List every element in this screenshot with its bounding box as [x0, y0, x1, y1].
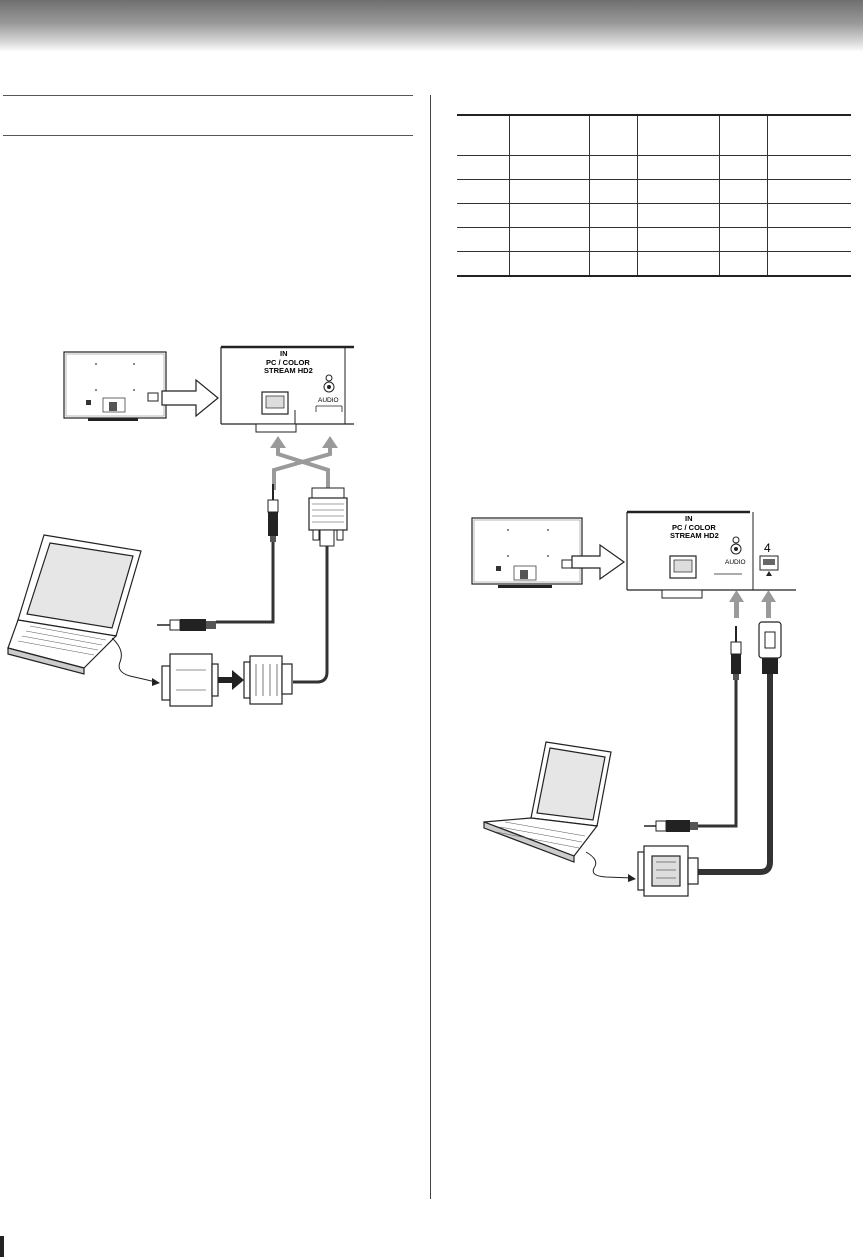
zoom-arrow-icon	[161, 378, 219, 418]
audio-jack-icon	[730, 536, 742, 555]
attach-arrow-icon	[218, 670, 244, 690]
vga-plug-icon	[308, 487, 348, 547]
table-header-row	[457, 115, 851, 156]
panel-in-label: IN	[280, 349, 288, 358]
tv-back-illustration	[63, 351, 167, 421]
table-row	[457, 179, 851, 204]
table-row	[457, 251, 851, 277]
table-row	[457, 155, 851, 180]
table-header-cell	[637, 115, 720, 156]
tv-input-panel: IN PC / COLOR STREAM HD2 AUDIO	[220, 345, 354, 433]
table-header-cell	[589, 115, 638, 156]
panel-title-line1: PC / COLOR	[266, 358, 310, 367]
connection-arrows	[272, 448, 332, 490]
page-edge-mark	[0, 1236, 4, 1257]
page-header-band	[0, 0, 863, 52]
signal-table	[457, 114, 851, 277]
cables	[216, 542, 329, 684]
panel-title-line2: STREAM HD2	[264, 366, 313, 375]
audio-plug-horizontal-icon	[157, 619, 216, 631]
table-header-cell	[457, 115, 510, 156]
vga-cable-connector-icon	[243, 655, 293, 705]
audio-plug-horizontal-icon	[644, 820, 698, 832]
connection-arrows	[729, 590, 776, 618]
laptop-illustration	[7, 534, 142, 675]
panel-title-line1: PC / COLOR	[672, 523, 716, 532]
dvi-connector-icon	[637, 845, 699, 897]
hdmi-port-icon	[759, 555, 779, 576]
zoom-arrow-icon	[571, 543, 626, 581]
tv-back-illustration	[471, 517, 583, 588]
cables	[697, 674, 773, 875]
tv-input-panel: IN PC / COLOR STREAM HD2 AUDIO 4	[626, 510, 796, 599]
section-rule-top	[3, 95, 413, 96]
table-header-cell	[509, 115, 590, 156]
laptop-illustration	[483, 741, 612, 863]
panel-title-line2: STREAM HD2	[670, 531, 719, 540]
table-row	[457, 227, 851, 252]
table-header-cell	[767, 115, 851, 156]
table-header-cell	[719, 115, 768, 156]
vga-adapter-icon	[161, 653, 219, 707]
audio-port-label: AUDIO	[725, 559, 746, 566]
section-rule-bottom	[3, 135, 413, 136]
hdmi-plug-icon	[758, 621, 782, 674]
panel-in-label: IN	[685, 514, 693, 523]
audio-plug-icon	[267, 484, 279, 542]
pc-connection-diagram-hdmi: IN PC / COLOR STREAM HD2 AUDIO 4	[471, 510, 796, 897]
column-divider	[430, 95, 431, 1199]
audio-plug-icon	[730, 626, 742, 680]
audio-port-label: AUDIO	[318, 397, 339, 404]
table-row	[457, 203, 851, 228]
hdmi-port-number: 4	[764, 541, 771, 555]
pc-connection-diagram-vga: IN PC / COLOR STREAM HD2 AUDIO	[7, 345, 354, 707]
audio-jack-icon	[323, 374, 335, 393]
